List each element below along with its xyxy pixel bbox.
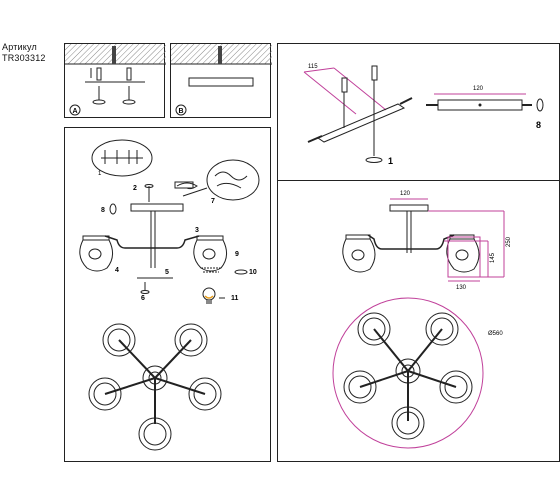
dowel-right <box>126 67 132 81</box>
mounting-plate <box>188 77 254 87</box>
step-label-1a: 1 <box>98 171 102 177</box>
dim-diameter: Ø560 <box>488 331 503 337</box>
dimensions-panel: 120 250 145 130 Ø560 <box>277 180 560 462</box>
side-canopy <box>389 204 429 212</box>
step-label-7: 7 <box>211 198 215 205</box>
screw-left <box>92 99 106 105</box>
side-shade-right <box>446 238 480 273</box>
side-shade-left <box>342 238 376 273</box>
dim-lines <box>390 198 505 282</box>
step-label-11: 11 <box>231 295 239 302</box>
screw-right <box>122 99 136 105</box>
canopy-plate <box>130 203 184 212</box>
mount-bracket <box>316 103 406 143</box>
step-label-10: 10 <box>249 269 257 276</box>
mount-a-drawing: A <box>65 44 166 116</box>
glass-shade-left <box>79 239 113 272</box>
panel-b-label: B <box>178 108 183 115</box>
bracket-drawing: 115 1 120 8 <box>303 64 544 166</box>
step-label-4: 4 <box>115 267 119 274</box>
bracket-panel: 115 1 120 8 <box>277 43 560 181</box>
mount-b-drawing: B <box>171 44 272 116</box>
step-label-9: 9 <box>235 251 239 258</box>
wire-cable <box>112 46 116 64</box>
dim-120-bracket: 120 <box>473 86 484 92</box>
detail-bubble-screws <box>91 139 153 177</box>
step-label-2: 2 <box>133 185 137 192</box>
dowel-left <box>96 67 102 81</box>
dimensions-drawing: 120 250 145 130 Ø560 <box>332 191 512 449</box>
article-code: TR303312 <box>2 53 46 63</box>
dim-115: 115 <box>308 64 318 70</box>
dim-line-115 <box>303 67 387 115</box>
diameter-circle <box>332 297 484 449</box>
assembly-panel: 1 7 2 8 <box>64 127 271 462</box>
panel-a-label: A <box>72 108 77 115</box>
glass-shade-right <box>193 239 227 272</box>
bracket-step-1: 1 <box>388 156 393 166</box>
step-label-8: 8 <box>101 207 105 214</box>
dim-height-250: 250 <box>506 236 512 247</box>
bracket-step-8: 8 <box>536 120 541 130</box>
mount-panel-a: A <box>64 43 166 118</box>
mount-panel-b: B <box>170 43 272 118</box>
article-label: Артикул <box>2 42 37 52</box>
top-view-assembled <box>88 323 222 451</box>
assembly-drawing: 1 7 2 8 <box>79 139 260 451</box>
step-label-5: 5 <box>165 269 169 276</box>
step-label-6: 6 <box>141 295 145 302</box>
anchor-left <box>341 77 348 93</box>
dim-width: 120 <box>400 191 411 197</box>
anchor-right <box>371 65 378 81</box>
top-view-dimensions <box>343 312 473 440</box>
detail-bubble-wiring <box>206 159 260 201</box>
dim-shade-130: 130 <box>456 285 467 291</box>
article-block: Артикул TR303312 <box>2 42 46 64</box>
step-label-3: 3 <box>195 227 199 234</box>
dim-height-145: 145 <box>490 252 496 263</box>
